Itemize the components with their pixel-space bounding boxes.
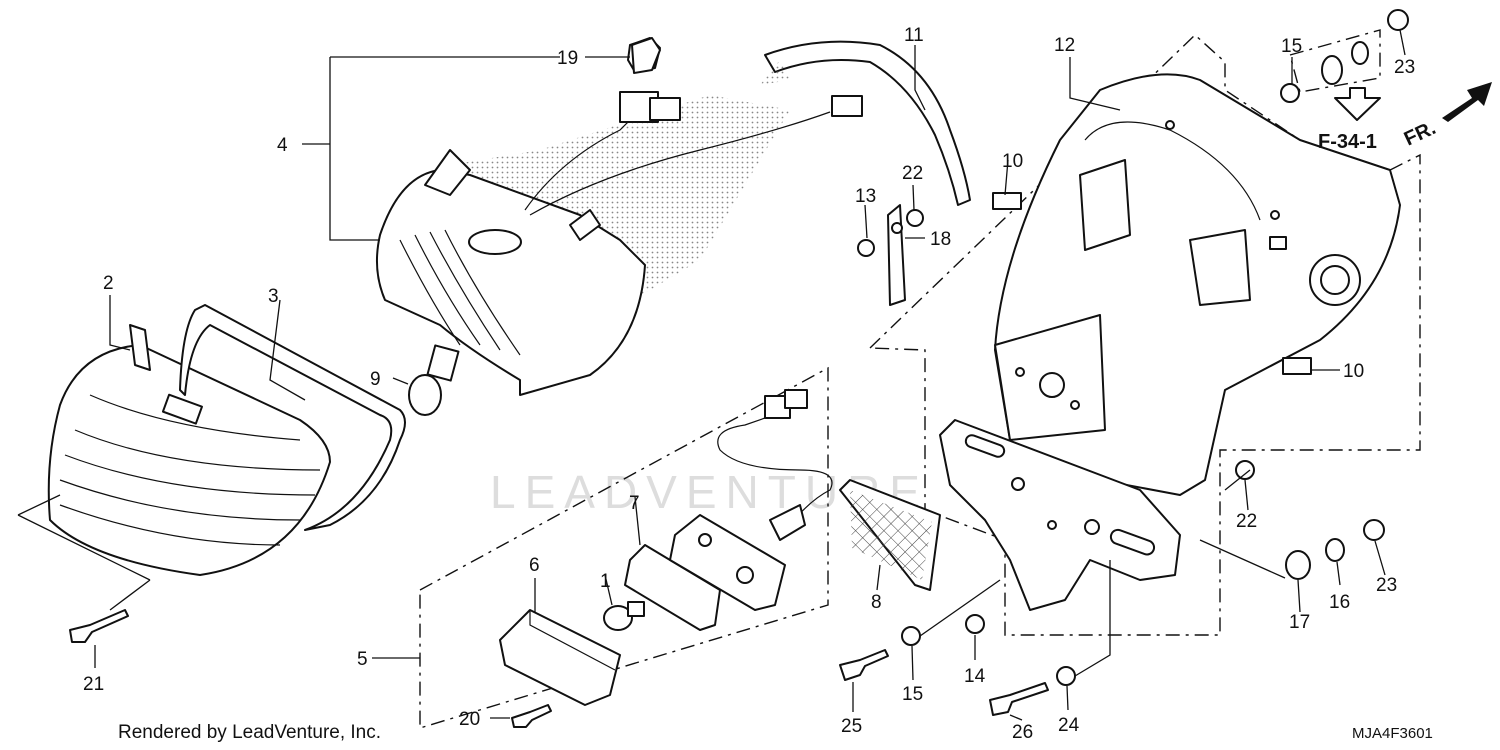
small-bulb-part (603, 601, 645, 631)
license-bracket-part (939, 419, 1181, 611)
rear-fender-part (994, 73, 1401, 496)
hardware-parts (69, 9, 1409, 728)
callout-16: 16 (1329, 592, 1350, 613)
assembly-outline-12 (868, 34, 1421, 636)
callout-26: 26 (1012, 722, 1033, 743)
callout-9: 9 (370, 369, 381, 390)
bulb-part (408, 344, 460, 416)
license-gasket-part (624, 544, 721, 631)
reference-label: F-34-1 (1318, 131, 1377, 153)
front-arrow: FR. (1401, 82, 1492, 151)
callout-13: 13 (855, 186, 876, 207)
trim-strip-part (760, 40, 971, 206)
callout-25: 25 (841, 716, 862, 737)
callout-23-right: 23 (1376, 575, 1397, 596)
pad-part-right (1282, 357, 1312, 375)
gasket-part (179, 304, 406, 531)
callout-17: 17 (1289, 612, 1310, 633)
callout-19: 19 (557, 48, 578, 69)
reflector-part (839, 479, 941, 591)
diagram-code: MJA4F3601 (1352, 725, 1433, 742)
callout-22-right: 22 (1236, 511, 1257, 532)
callout-2: 2 (103, 273, 114, 294)
callout-15-top: 15 (1281, 36, 1302, 57)
license-lens-part (499, 609, 621, 706)
callout-10-right: 10 (1343, 361, 1364, 382)
reference-arrow: F-34-1 (1318, 87, 1381, 153)
callout-8: 8 (871, 592, 882, 613)
callout-10-top: 10 (1002, 151, 1023, 172)
callout-5: 5 (357, 649, 368, 670)
tail-housing-part (376, 95, 790, 396)
callout-20: 20 (459, 709, 480, 730)
leader-lines (17, 29, 1406, 721)
callout-4: 4 (277, 135, 288, 156)
callout-22-top: 22 (902, 163, 923, 184)
bulb-cover-outline (1289, 29, 1381, 93)
callout-24: 24 (1058, 715, 1080, 736)
callout-14: 14 (964, 666, 986, 687)
socket-part (669, 389, 833, 611)
callout-18: 18 (930, 229, 951, 250)
callout-7: 7 (629, 493, 640, 514)
tail-lens-part (47, 324, 331, 576)
pad-part-top (992, 192, 1022, 210)
callout-21: 21 (83, 674, 104, 695)
credit-text: Rendered by LeadVenture, Inc. (118, 722, 381, 743)
callout-12: 12 (1054, 35, 1075, 56)
callout-11: 11 (904, 25, 924, 46)
callout-3: 3 (268, 286, 279, 307)
assembly-outline-5 (419, 366, 829, 729)
front-label: FR. (1401, 117, 1439, 151)
callout-1: 1 (600, 571, 611, 592)
callout-labels: 19 4 2 3 9 11 12 10 10 15 23 13 22 18 22… (83, 25, 1415, 743)
callout-23-top: 23 (1394, 57, 1415, 78)
callout-15-bottom: 15 (902, 684, 923, 705)
callout-6: 6 (529, 555, 540, 576)
